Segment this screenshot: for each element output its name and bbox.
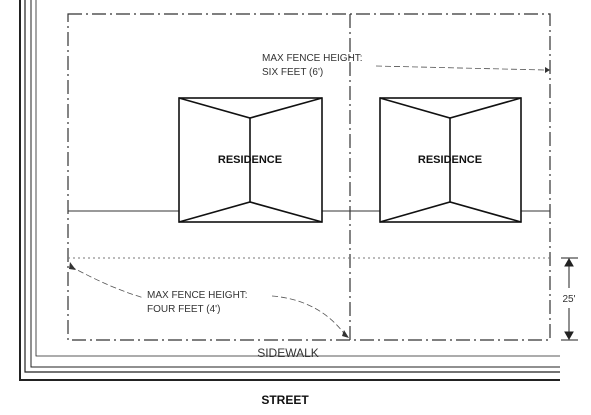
front-leader-right: [271, 295, 347, 337]
max-fence-front-line1: MAX FENCE HEIGHT:: [147, 290, 248, 301]
street-edge-lines: [19, 0, 560, 381]
max-fence-front-line2: FOUR FEET (4'): [147, 304, 220, 315]
rear-arrowhead-icon: [545, 67, 550, 73]
front-arrowhead-left-icon: [69, 262, 76, 270]
residence-right: [379, 97, 522, 223]
property-lines: [67, 13, 551, 341]
setback-dimension-label: 25': [562, 294, 575, 305]
max-fence-rear-line2: SIX FEET (6'): [262, 67, 323, 78]
sidewalk-label: SIDEWALK: [257, 346, 319, 360]
residence-left: [178, 97, 323, 223]
rear-leader-line: [375, 65, 546, 71]
residence-left-label: RESIDENCE: [218, 154, 282, 166]
front-arrowhead-right-icon: [342, 330, 349, 338]
street-label: STREET: [261, 393, 309, 407]
residence-right-label: RESIDENCE: [418, 154, 482, 166]
front-leader-left: [69, 265, 145, 299]
max-fence-rear-line1: MAX FENCE HEIGHT:: [262, 53, 363, 64]
setback-dimension: [561, 257, 578, 341]
